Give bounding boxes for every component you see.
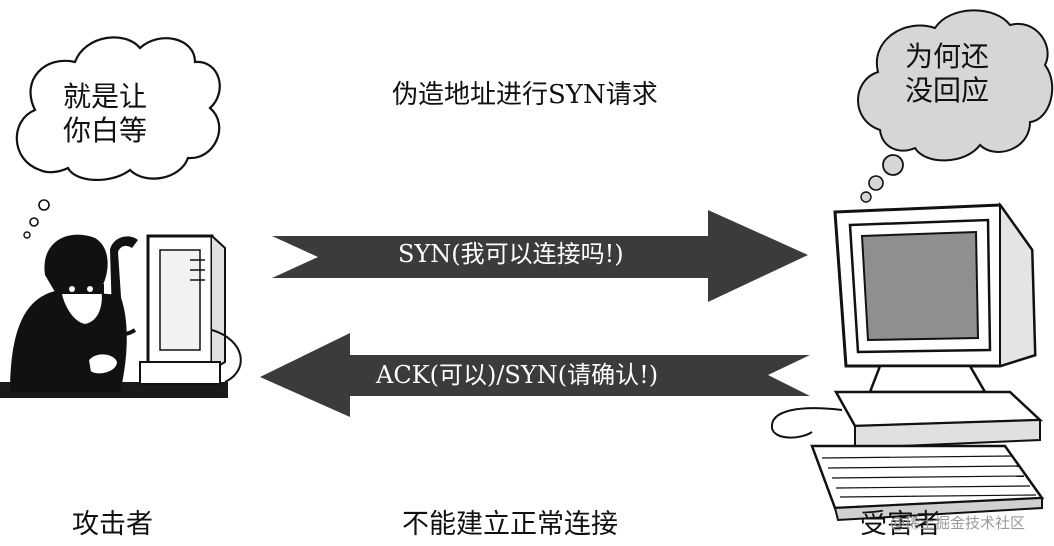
attacker-thought-line2: 你白等 (63, 114, 148, 147)
watermark: @稀土掘金技术社区 (890, 514, 1026, 532)
victim-thought-text: 为何还 没回应 (905, 40, 989, 108)
victim-computer-illustration (770, 201, 1045, 522)
syn-request-arrow (272, 210, 808, 302)
middle-caption: 不能建立正常连接 (402, 509, 618, 540)
victim-thought-line2: 没回应 (905, 74, 990, 107)
victim-caption: 受害者 (860, 509, 941, 540)
attacker-thought-text: 就是让 你白等 (63, 80, 147, 148)
syn-request-label: SYN(我可以连接吗!) (398, 240, 624, 268)
attacker-illustration (0, 234, 242, 398)
attacker-caption: 攻击者 (72, 509, 153, 540)
ack-syn-reply-arrow (260, 333, 810, 417)
attacker-thought-bubble (15, 36, 221, 239)
victim-thought-bubble (857, 9, 1054, 203)
top-caption: 伪造地址进行SYN请求 (392, 80, 658, 110)
attacker-thought-line1: 就是让 (63, 80, 148, 113)
victim-thought-line1: 为何还 (905, 40, 990, 73)
ack-syn-reply-label: ACK(可以)/SYN(请确认!) (376, 361, 659, 389)
